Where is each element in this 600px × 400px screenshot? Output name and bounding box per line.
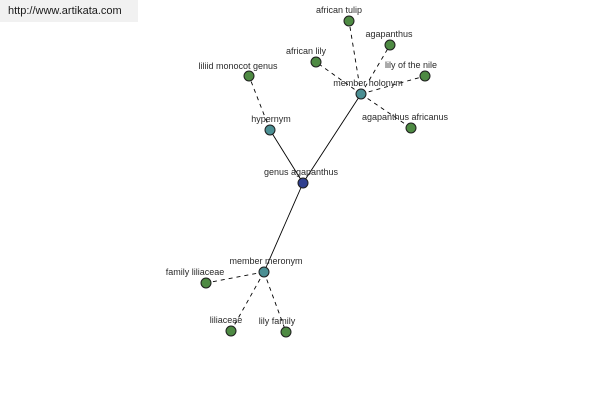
node-liliid[interactable] (243, 70, 255, 82)
graph-nodes (200, 15, 431, 338)
node-label-african-tulip: african tulip (316, 5, 362, 15)
node-holonym[interactable] (355, 88, 367, 100)
node-label-liliaceae: liliaceae (210, 315, 243, 325)
edge-hypernym-liliid (248, 75, 271, 131)
node-label-liliid: liliid monocot genus (198, 61, 278, 71)
edge-genus-meronym (263, 182, 304, 273)
node-label-meronym: member meronym (229, 256, 302, 266)
node-label-genus: genus agapanthus (264, 167, 339, 177)
edge-meronym-family-liliaceae (205, 271, 265, 284)
node-label-holonym: member holonym (333, 78, 403, 88)
node-label-lily-family: lily family (259, 316, 296, 326)
node-agapanthus[interactable] (384, 39, 396, 51)
node-genus[interactable] (297, 177, 309, 189)
edge-genus-holonym (302, 93, 362, 184)
node-african-tulip[interactable] (343, 15, 355, 27)
node-lily-family[interactable] (280, 326, 292, 338)
node-label-agapanthus-africanus: agapanthus africanus (362, 112, 449, 122)
node-meronym[interactable] (258, 266, 270, 278)
node-liliaceae[interactable] (225, 325, 237, 337)
node-hypernym[interactable] (264, 124, 276, 136)
edge-holonym-agapanthus-africanus (360, 93, 412, 129)
node-label-agapanthus: agapanthus (365, 29, 413, 39)
graph-labels: genus agapanthus hypernym member holonym me… (166, 5, 449, 326)
node-african-lily[interactable] (310, 56, 322, 68)
node-label-african-lily: african lily (286, 46, 327, 56)
edge-holonym-lily-of-the-nile (360, 75, 426, 95)
edge-meronym-lily-family (263, 271, 287, 333)
watermark-url: http://www.artikata.com (0, 0, 138, 22)
node-label-hypernym: hypernym (251, 114, 291, 124)
edge-meronym-liliaceae (230, 271, 265, 332)
node-agapanthus-africanus[interactable] (405, 122, 417, 134)
node-lily-of-the-nile[interactable] (419, 70, 431, 82)
node-label-lily-of-the-nile: lily of the nile (385, 60, 437, 70)
node-label-family-liliaceae: family liliaceae (166, 267, 225, 277)
edge-holonym-african-lily (315, 61, 362, 95)
edge-holonym-agapanthus (360, 44, 391, 95)
edge-genus-hypernym (269, 129, 304, 184)
graph-edges (205, 20, 426, 333)
node-family-liliaceae[interactable] (200, 277, 212, 289)
